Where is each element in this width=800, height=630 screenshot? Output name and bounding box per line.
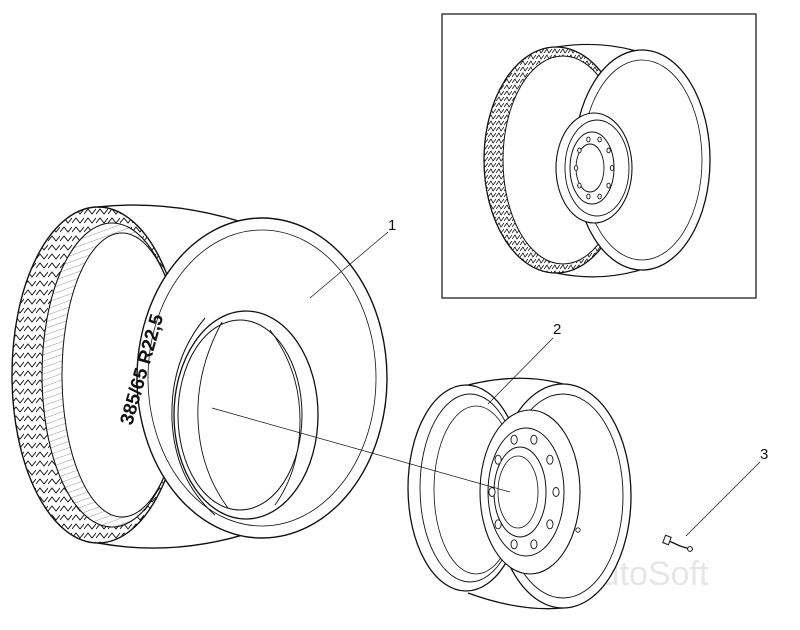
bolt-hole bbox=[586, 136, 591, 143]
bolt-hole bbox=[573, 165, 579, 171]
leader-line-3 bbox=[685, 461, 761, 537]
bolt-hole bbox=[586, 193, 591, 200]
bolt-hole bbox=[494, 519, 502, 530]
bolt-hole bbox=[609, 165, 615, 171]
callout-2: 2 bbox=[553, 321, 561, 338]
wheel-axis-line bbox=[211, 407, 511, 493]
bolt-hole bbox=[577, 182, 582, 189]
bolt-hole bbox=[552, 487, 560, 497]
rim bbox=[407, 377, 632, 610]
callout-3: 3 bbox=[760, 446, 768, 463]
valve bbox=[662, 534, 693, 552]
bolt-hole bbox=[577, 147, 582, 154]
inset-rim bbox=[555, 112, 633, 224]
leader-line-2 bbox=[487, 337, 554, 405]
bolt-hole bbox=[546, 454, 554, 465]
bolt-hole bbox=[546, 519, 554, 530]
leader-line-1 bbox=[309, 231, 389, 299]
bolt-hole bbox=[530, 539, 538, 550]
bolt-hole bbox=[597, 193, 602, 200]
bolt-hole bbox=[597, 136, 602, 143]
bolt-hole bbox=[488, 487, 496, 497]
assembled-wheel-inset bbox=[441, 13, 757, 299]
bolt-hole bbox=[510, 539, 518, 550]
tire: 385/65 R22,5 bbox=[11, 204, 388, 549]
bolt-hole bbox=[530, 434, 538, 445]
bolt-hole bbox=[606, 147, 611, 154]
bolt-hole bbox=[494, 454, 502, 465]
leader-lines bbox=[211, 231, 761, 537]
callout-1: 1 bbox=[388, 217, 396, 234]
bolt-hole bbox=[510, 434, 518, 445]
bolt-hole bbox=[606, 182, 611, 189]
